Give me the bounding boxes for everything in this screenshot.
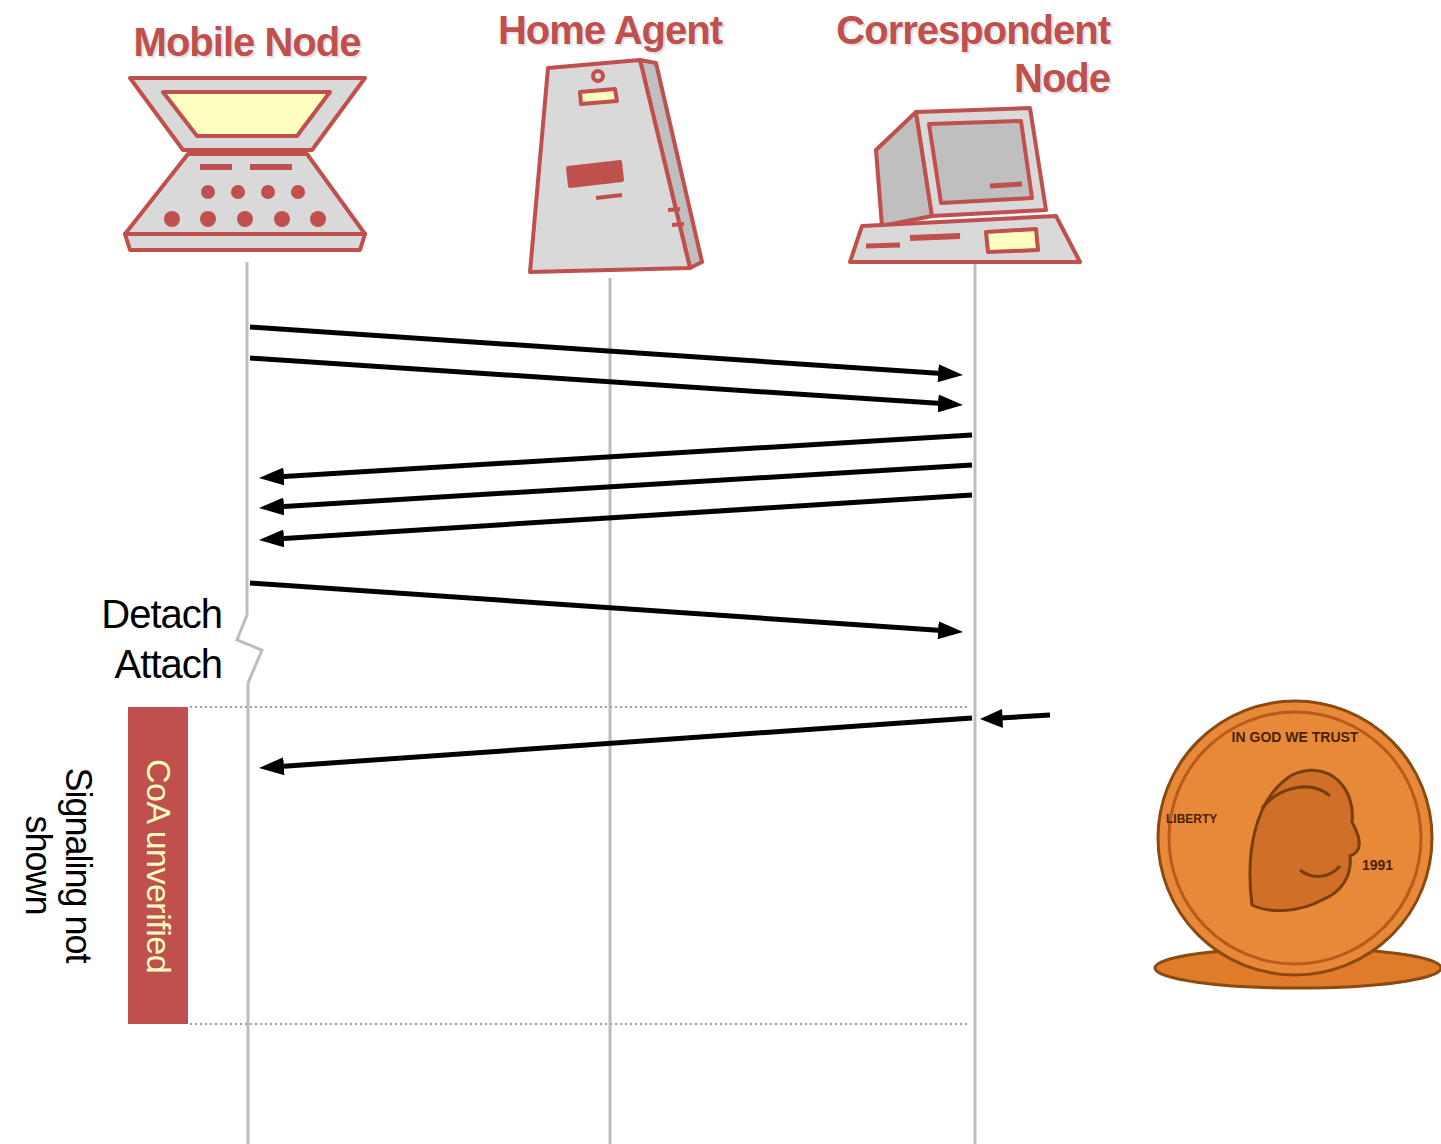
laptop-icon xyxy=(164,185,326,227)
node-title: Mobile Node xyxy=(105,18,389,66)
laptop-icon xyxy=(237,211,253,227)
node-title: Correspondent Node xyxy=(780,6,1110,102)
penny-illustration xyxy=(1158,701,1432,975)
laptop-icon xyxy=(291,185,305,199)
event-label: Attach xyxy=(30,640,222,688)
server-icon xyxy=(672,224,684,225)
laptop-icon xyxy=(125,234,365,250)
desktop-icon xyxy=(866,245,900,246)
penny-illustration xyxy=(1300,866,1340,876)
laptop-icon xyxy=(274,211,290,227)
penny-illustration xyxy=(1250,770,1359,910)
server-icon xyxy=(580,89,617,104)
desktop-icon xyxy=(990,184,1022,186)
coin-date: 1991 xyxy=(1362,856,1412,874)
laptop-icon xyxy=(231,185,245,199)
divider-line xyxy=(190,707,970,1024)
desktop-icon xyxy=(850,216,1080,262)
laptop-icon xyxy=(250,164,292,170)
laptop-icon xyxy=(200,164,232,170)
laptop-icon xyxy=(125,78,365,250)
server-icon xyxy=(668,209,680,210)
laptop-icon xyxy=(261,185,275,199)
laptop-icon xyxy=(201,185,215,199)
server-icon xyxy=(530,60,702,272)
laptop-icon xyxy=(130,78,365,150)
lifeline xyxy=(609,278,612,1144)
lifeline xyxy=(247,683,250,1144)
message-arrow xyxy=(250,583,938,630)
message-arrow xyxy=(250,358,938,403)
laptop-icon xyxy=(125,154,365,234)
laptop-icon xyxy=(200,211,216,227)
message-arrow xyxy=(284,718,972,766)
pointer-arrow xyxy=(980,709,1050,728)
divider-line xyxy=(190,706,970,708)
coin-inscription: LIBERTY xyxy=(1166,811,1238,827)
desktop-icon xyxy=(986,229,1038,252)
band-label: CoA unverified xyxy=(128,707,188,1024)
penny-illustration xyxy=(1155,701,1441,988)
lifeline xyxy=(246,262,249,615)
desktop-icon xyxy=(929,121,1032,203)
laptop-icon xyxy=(310,211,326,227)
desktop-icon xyxy=(916,108,1046,216)
status-band: CoA unverified xyxy=(128,707,188,1024)
message-arrow xyxy=(284,495,972,538)
home-agent: Home Agent xyxy=(480,6,740,284)
server-icon xyxy=(593,71,603,81)
mobile-node: Mobile Node xyxy=(105,18,389,268)
lifeline xyxy=(237,262,975,1144)
server-icon xyxy=(568,162,622,186)
laptop-icon xyxy=(163,92,330,136)
penny-illustration xyxy=(1262,787,1330,808)
pointer-arrow xyxy=(980,709,1003,728)
coin-inscription: IN GOD WE TRUST xyxy=(1215,728,1375,746)
correspondent-node: Correspondent Node xyxy=(780,6,1110,264)
laptop-icon xyxy=(164,211,180,227)
server-icon xyxy=(596,195,622,198)
lifeline xyxy=(974,262,977,1144)
desktop-icon xyxy=(910,236,960,238)
event-label: Detach xyxy=(30,590,222,638)
note-label: Signaling not shown xyxy=(18,740,98,990)
lifeline-break xyxy=(237,615,262,683)
server-icon xyxy=(530,60,690,272)
pointer-arrow xyxy=(1000,715,1050,718)
desktop-icon xyxy=(850,108,1080,262)
divider-line xyxy=(190,1023,970,1025)
penny-illustration xyxy=(1169,712,1421,964)
node-title: Home Agent xyxy=(480,6,740,54)
